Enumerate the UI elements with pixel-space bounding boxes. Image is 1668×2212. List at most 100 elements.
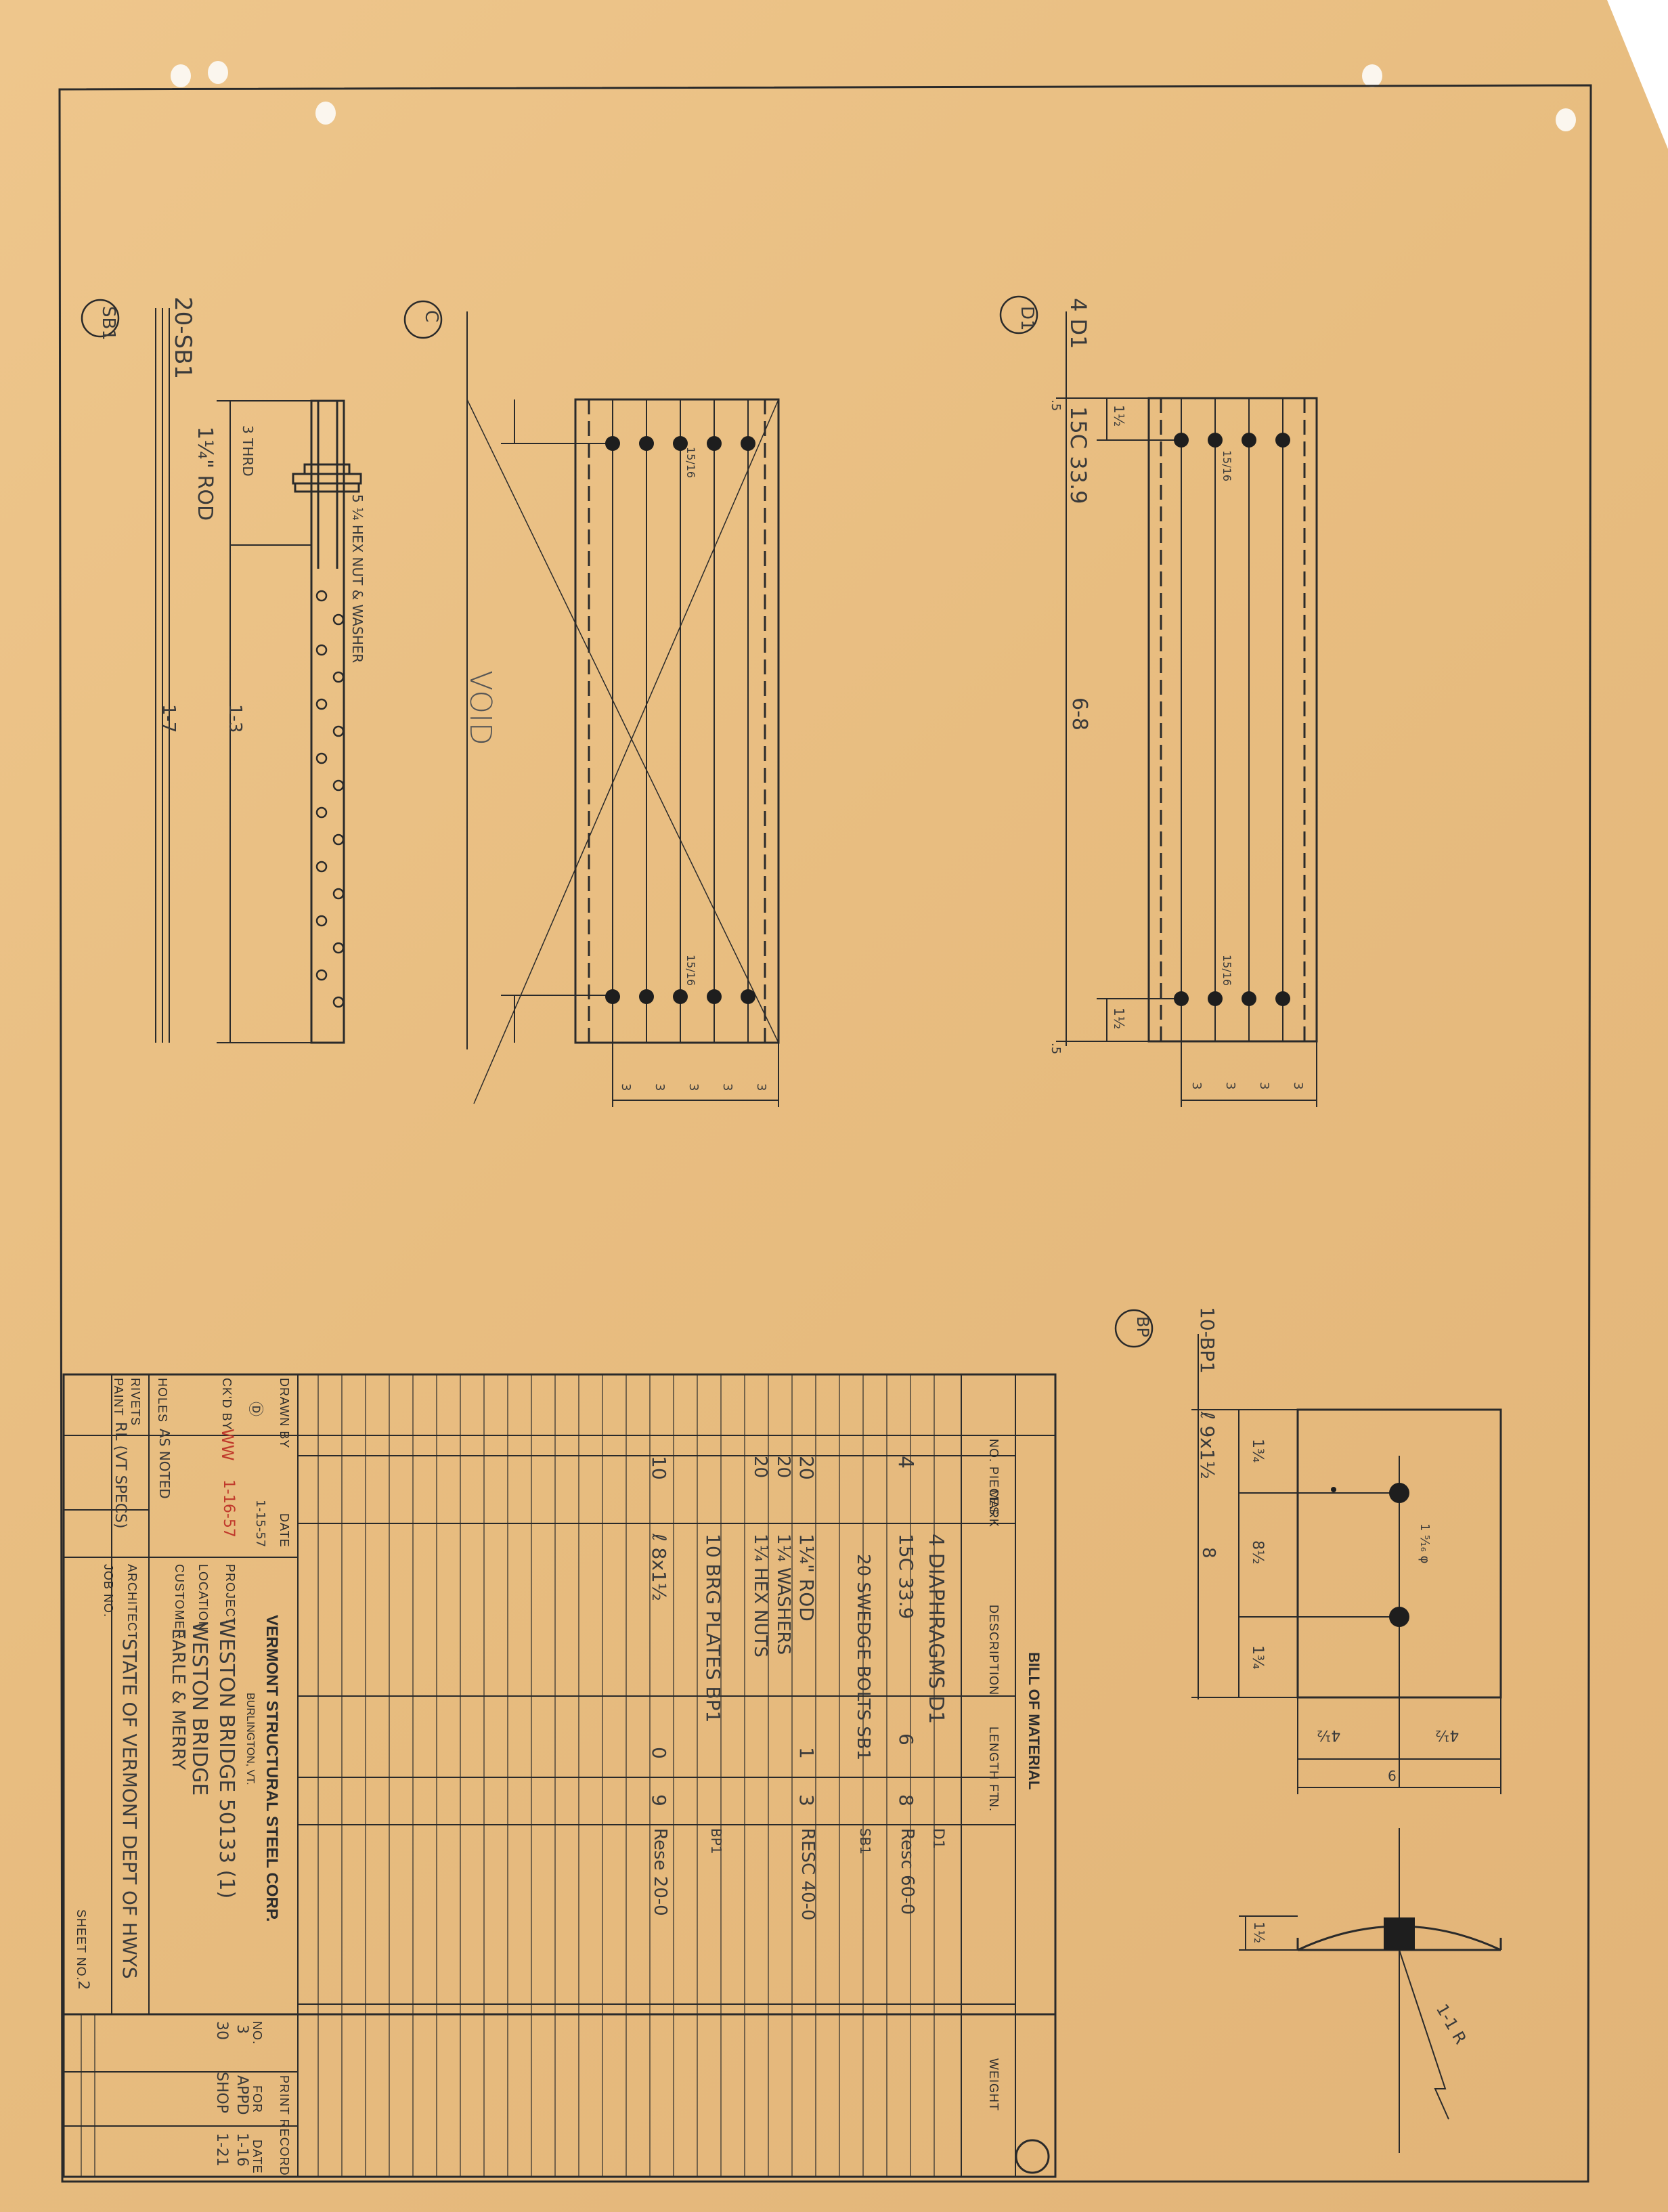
bill-row-ft: 6 <box>895 1733 917 1745</box>
sb1-nut-note: 5 ¼ HEX NUT & WASHER <box>349 494 366 664</box>
bill-row-description: 1¼ HEX NUTS <box>750 1534 770 1657</box>
bp1-mark: BP <box>1133 1316 1152 1337</box>
holes-label: HOLES <box>156 1378 169 1423</box>
d1-end-left: .5 <box>1049 399 1063 412</box>
d1-mark: D1 <box>1017 306 1037 331</box>
punch-hole <box>1362 64 1382 87</box>
register-circle <box>1015 2139 1050 2174</box>
paint-value: RL (VT SPECS) <box>112 1422 129 1529</box>
bill-grid <box>62 1373 1057 2178</box>
bill-header-mark: MARK <box>987 1490 1001 1528</box>
rivets-label: RIVETS <box>129 1378 142 1427</box>
bp1-edge-top: 1¾ <box>1249 1439 1266 1463</box>
paint-label: PAINT <box>112 1378 125 1416</box>
d1-spacing: 3 <box>1223 1082 1237 1090</box>
void-spacing: 3 <box>754 1083 768 1091</box>
sheet-no: 2 <box>74 1980 91 1990</box>
sb1-thread: 3 THRD <box>240 425 256 477</box>
void-spacing: 3 <box>686 1083 701 1091</box>
drawn-by: Ⓓ <box>246 1402 263 1417</box>
bill-title: BILL OF MATERIAL <box>1026 1652 1042 1790</box>
ckd-date: 1-16-57 <box>220 1479 237 1538</box>
bp1-section-fill <box>1384 1917 1415 1950</box>
bp1-hole-note: 1 ⁵⁄₁₆ φ <box>1418 1523 1432 1564</box>
drawn-by-label: DRAWN BY <box>278 1378 291 1449</box>
punch-hole <box>208 61 228 84</box>
bill-row-description: 10 BRG PLATES BP1 <box>702 1534 724 1723</box>
print-record-for: APPD <box>234 2075 250 2115</box>
bill-row-description: ℓ 8x1½ <box>648 1534 670 1601</box>
sheet-border <box>58 84 1592 2183</box>
print-record-no-header: NO. <box>250 2021 264 2045</box>
d1-spacing: 3 <box>1257 1082 1271 1090</box>
bill-row-description: 15C 33.9 <box>895 1534 917 1620</box>
sb1-rod: 1¼" ROD <box>193 427 217 521</box>
bill-row-note: Resc 60-0 <box>897 1828 917 1915</box>
d1-hole-note-bottom: 15/16 <box>1221 955 1233 986</box>
drawn-date: 1-15-57 <box>253 1500 267 1548</box>
d1-spacing: 3 <box>1291 1082 1305 1090</box>
void-holes <box>605 436 755 1004</box>
d1-edge-top: 1½ <box>1111 405 1127 427</box>
location-label: LOCATION <box>196 1564 210 1631</box>
void-spacing: 3 <box>619 1083 633 1091</box>
company-city: BURLINGTON, VT. <box>244 1693 256 1785</box>
bill-row-in: 9 <box>648 1794 670 1806</box>
print-record-for: SHOP <box>213 2072 230 2114</box>
print-record-date: 1-16 <box>234 2133 250 2167</box>
print-record-date-header: DATE <box>250 2140 264 2174</box>
d1-section: 15C 33.9 <box>1066 406 1091 504</box>
architect-label: ARCHITECT <box>125 1564 139 1640</box>
location-value: WESTON BRIDGE <box>188 1622 211 1796</box>
project-value: WESTON BRIDGE 50133 (1) <box>215 1618 238 1899</box>
date-label: DATE <box>278 1513 291 1548</box>
bill-row-note: RESC 40-0 <box>797 1828 818 1921</box>
bill-row-ft: 1 <box>795 1747 818 1759</box>
mark-circle-sb1 <box>81 299 120 338</box>
holes-value: AS NOTED <box>156 1429 173 1499</box>
void-mark: C <box>421 310 441 323</box>
punch-hole <box>315 102 336 125</box>
d1-holes <box>1174 433 1290 1006</box>
sheet-no-label: SHEET NO. <box>74 1909 88 1981</box>
customer-value: EARLE & MERRY <box>168 1628 188 1771</box>
void-detail <box>466 311 780 1107</box>
sb1-inner-length: 1-3 <box>225 704 245 733</box>
bill-header-length: LENGTH FT. <box>987 1727 1001 1804</box>
print-record-date: 1-21 <box>213 2133 230 2167</box>
void-spacing: 3 <box>653 1083 667 1091</box>
bill-row-description: 4 DIAPHRAGMS D1 <box>924 1534 948 1725</box>
void-spacing: 3 <box>720 1083 734 1091</box>
bp1-count-label: 10-BP1 <box>1196 1307 1219 1374</box>
architect-value: STATE OF VERMONT DEPT OF HWYS <box>118 1639 141 1979</box>
bill-row-in: 8 <box>895 1794 917 1806</box>
bill-row-pieces: 20 <box>750 1456 770 1479</box>
sb1-swedges <box>315 590 345 1008</box>
bill-rows <box>81 1374 935 2177</box>
bill-row-pieces: 4 <box>894 1456 917 1469</box>
bill-row-description: 1¼" ROD <box>795 1534 818 1622</box>
bill-row-ft: 0 <box>648 1747 670 1759</box>
bp1-edge-bottom: 1¾ <box>1249 1645 1266 1670</box>
d1-spacing: 3 <box>1189 1082 1204 1090</box>
mark-circle-d1 <box>999 295 1038 334</box>
bill-header-description: DESCRIPTION <box>987 1605 1001 1696</box>
torn-corner <box>1607 0 1668 149</box>
d1-edge-bottom: 1½ <box>1111 1007 1127 1030</box>
void-hole-note: 15/16 <box>684 447 697 479</box>
void-label: VOID <box>463 670 498 745</box>
bill-row-in: 3 <box>795 1794 818 1806</box>
print-record-no: 30 <box>213 2021 230 2040</box>
bp1-length: 8 <box>1198 1547 1219 1559</box>
punch-hole <box>171 64 191 87</box>
d1-detail <box>1056 311 1318 1107</box>
job-no-label: JOB NO. <box>102 1564 115 1618</box>
bill-row-note: SB1 <box>857 1828 873 1855</box>
project-label: PROJECT <box>223 1564 237 1626</box>
bill-row-description: 1¼ WASHERS <box>773 1534 793 1655</box>
bp1-half-left: 4½ <box>1317 1727 1341 1743</box>
d1-length: 6-8 <box>1068 697 1091 731</box>
sb1-length: 1-7 <box>158 704 179 733</box>
